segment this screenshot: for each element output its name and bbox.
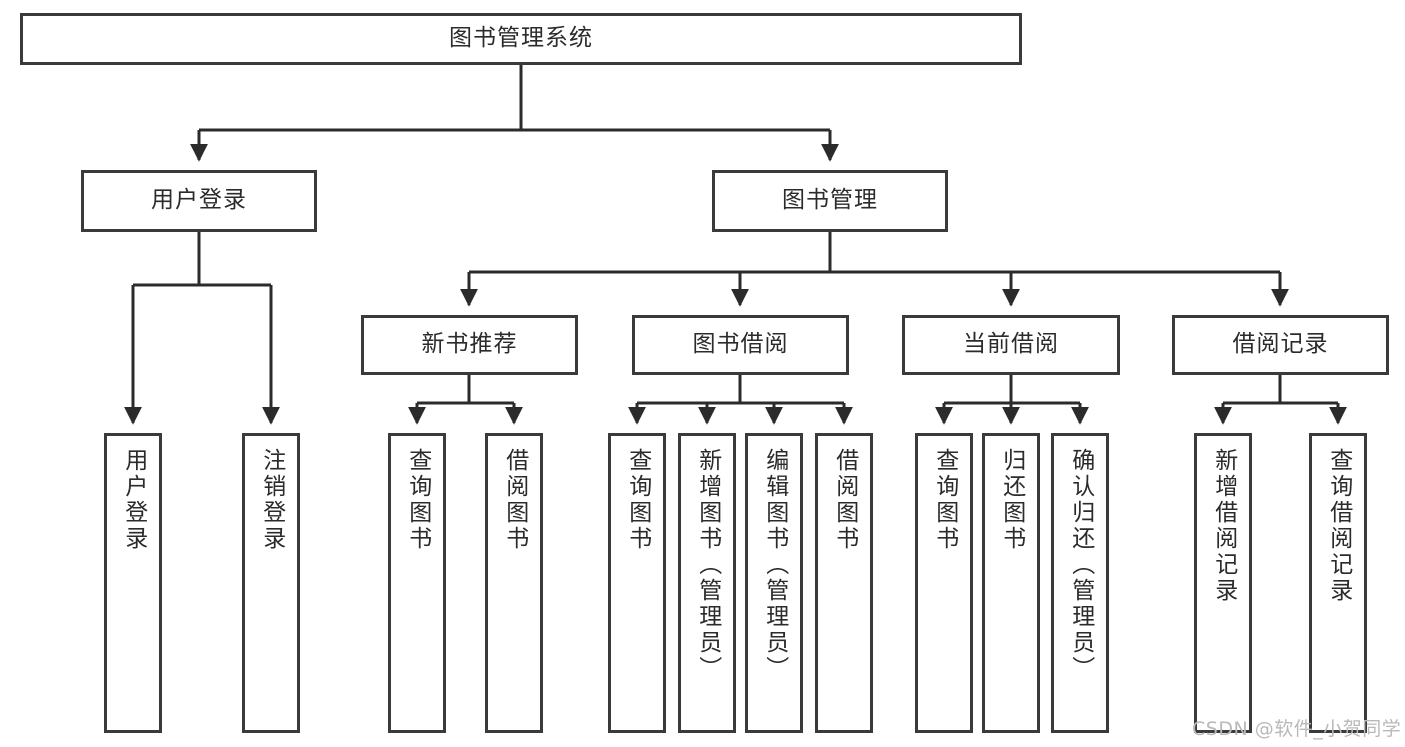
node-book-borrow[interactable]: 图书借阅 xyxy=(632,315,849,375)
node-leaf-borrow-book-new[interactable]: 借阅图书 xyxy=(485,433,543,733)
node-leaf-label: 借阅图书 xyxy=(501,448,528,552)
node-leaf-query-borrow-record[interactable]: 查询借阅记录 xyxy=(1309,433,1367,733)
node-user-login[interactable]: 用户登录 xyxy=(81,170,317,232)
node-leaf-borrow-book[interactable]: 借阅图书 xyxy=(815,433,873,733)
node-leaf-label: 查询图书 xyxy=(931,448,958,552)
node-book-management[interactable]: 图书管理 xyxy=(712,170,948,232)
node-leaf-query-book-new[interactable]: 查询图书 xyxy=(388,433,446,733)
node-new-book-recommend[interactable]: 新书推荐 xyxy=(361,315,578,375)
node-leaf-confirm-return-admin[interactable]: 确认归还（管理员） xyxy=(1051,433,1109,733)
node-current-borrow[interactable]: 当前借阅 xyxy=(902,315,1120,375)
node-leaf-logout[interactable]: 注销登录 xyxy=(242,433,300,733)
node-leaf-return-book[interactable]: 归还图书 xyxy=(982,433,1040,733)
node-leaf-label: 借阅图书 xyxy=(831,448,858,552)
node-leaf-edit-book-admin[interactable]: 编辑图书（管理员） xyxy=(745,433,803,733)
node-leaf-add-book-admin[interactable]: 新增图书（管理员） xyxy=(678,433,736,733)
node-leaf-label: 注销登录 xyxy=(258,448,285,552)
node-leaf-label: 查询图书 xyxy=(404,448,431,552)
node-leaf-query-book-borrow[interactable]: 查询图书 xyxy=(608,433,666,733)
node-leaf-label: 归还图书 xyxy=(998,448,1025,552)
node-leaf-user-login[interactable]: 用户登录 xyxy=(104,433,162,733)
node-leaf-label: 新增借阅记录 xyxy=(1210,448,1237,604)
node-leaf-label: 查询借阅记录 xyxy=(1325,448,1352,604)
node-leaf-label: 查询图书 xyxy=(624,448,651,552)
node-borrow-records[interactable]: 借阅记录 xyxy=(1172,315,1389,375)
node-leaf-query-book-current[interactable]: 查询图书 xyxy=(915,433,973,733)
node-leaf-label: 用户登录 xyxy=(120,448,147,552)
node-leaf-label: 确认归还（管理员） xyxy=(1067,448,1094,682)
node-leaf-label: 编辑图书（管理员） xyxy=(761,448,788,682)
node-root-system[interactable]: 图书管理系统 xyxy=(20,13,1022,65)
node-leaf-label: 新增图书（管理员） xyxy=(694,448,721,682)
node-leaf-add-borrow-record[interactable]: 新增借阅记录 xyxy=(1194,433,1252,733)
